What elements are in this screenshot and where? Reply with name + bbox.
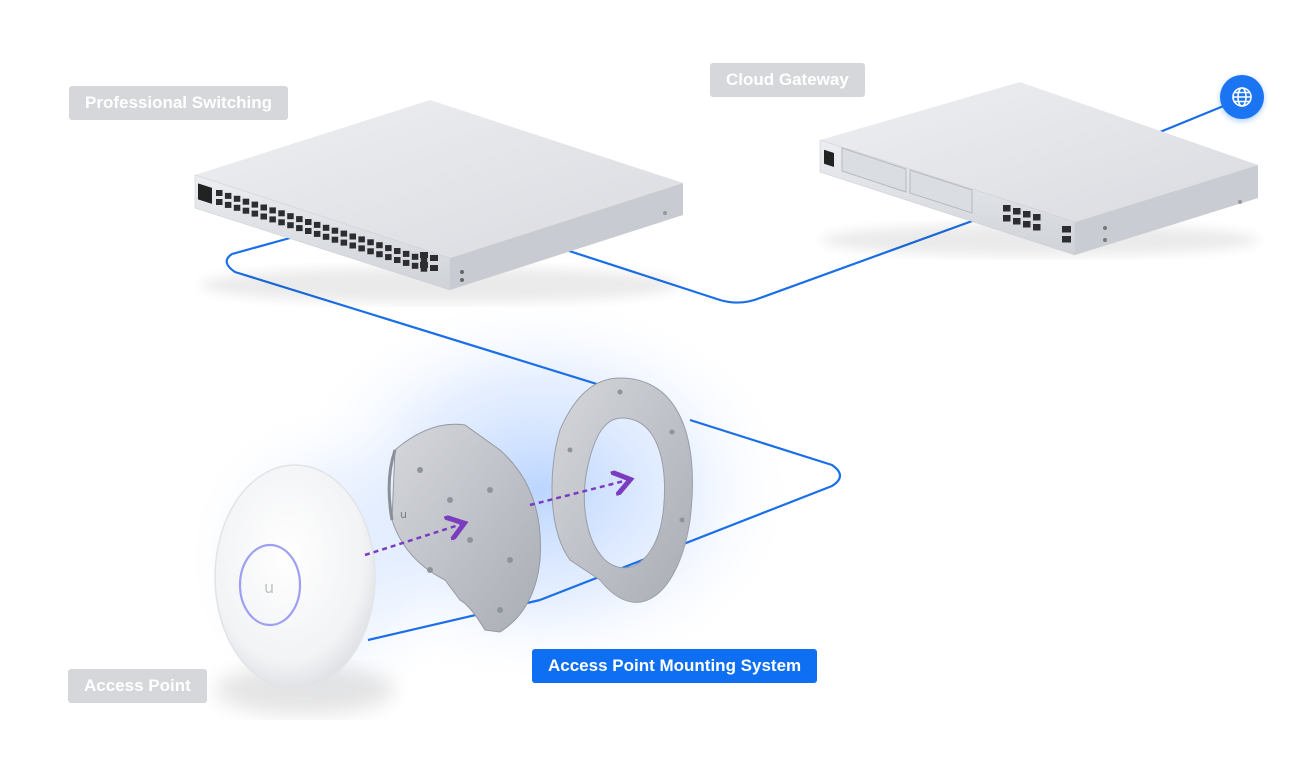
switch-port [287, 213, 294, 220]
switch-port [305, 228, 312, 234]
gateway-port [1003, 215, 1011, 222]
gateway-sfp-port [1062, 236, 1071, 243]
gateway-sfp-port [1062, 226, 1071, 233]
switch-port [322, 224, 330, 231]
label-cloud-gateway[interactable]: Cloud Gateway [710, 63, 865, 97]
cables [225, 103, 1227, 642]
switch-port [420, 256, 428, 263]
globe-icon [1232, 87, 1252, 107]
arrow-plate-to-ring [529, 480, 628, 507]
switch-port [313, 230, 321, 237]
label-professional-switching[interactable]: Professional Switching [69, 86, 289, 120]
switch-top [195, 100, 683, 258]
switch-port [394, 248, 401, 254]
switch-sfp-port [430, 265, 438, 271]
switch-port [251, 201, 259, 208]
svg-text:u: u [400, 508, 407, 521]
switch-port [242, 198, 250, 205]
label-access-point-mounting-system[interactable]: Access Point Mounting System [532, 649, 818, 683]
switch-port [420, 265, 428, 272]
switch-port [251, 210, 259, 217]
switch-port [216, 190, 223, 196]
switch-port [411, 262, 419, 269]
switch-sfp-port [430, 255, 438, 261]
switch-port [269, 216, 276, 223]
insertion-arrows [364, 480, 628, 557]
cable-gateway-to-internet [1159, 103, 1227, 134]
switch-port [385, 254, 392, 261]
cable-switch-to-mount [225, 236, 601, 387]
switch-sfp-port [420, 262, 428, 268]
cable-mount-right [539, 418, 842, 602]
switch-port [376, 242, 383, 249]
professional-switch [194, 100, 683, 303]
switch-port [349, 242, 356, 249]
gateway-top [820, 82, 1258, 222]
switch-port [331, 227, 339, 234]
switch-port [269, 207, 276, 214]
switch-port [349, 233, 356, 240]
switch-port [358, 236, 365, 243]
switch-port [385, 245, 392, 252]
switch-port [233, 204, 241, 211]
switch-port [278, 210, 285, 217]
switch-port [278, 219, 285, 226]
gateway-port [1023, 211, 1031, 218]
switch-port [313, 221, 321, 228]
switch-port [224, 201, 232, 208]
switch-port [260, 213, 267, 220]
mounting-ring [551, 377, 693, 603]
switch-port [402, 250, 410, 257]
switch-port [367, 239, 374, 246]
switch-port [411, 253, 419, 260]
gateway-ports [1003, 205, 1071, 243]
switch-port [305, 219, 312, 225]
switch-port [233, 195, 241, 202]
switch-port [376, 251, 383, 258]
switch-ports [216, 190, 438, 272]
ap-body [214, 464, 376, 690]
cloud-gateway [819, 82, 1260, 256]
switch-port [287, 222, 294, 229]
gateway-port [1003, 205, 1011, 212]
switch-port [260, 204, 267, 211]
switch-port [216, 199, 223, 205]
ap-logo: u [264, 578, 274, 597]
gateway-port [1033, 224, 1041, 231]
switch-port [331, 236, 339, 243]
switch-port [296, 216, 303, 223]
switch-port [394, 257, 401, 263]
switch-port [402, 259, 410, 266]
switch-side [450, 183, 683, 290]
switch-port [340, 230, 348, 237]
gateway-port [1013, 208, 1021, 215]
gateway-side [1075, 165, 1258, 255]
switch-port [358, 245, 365, 252]
ap-led-ring [238, 543, 302, 627]
switch-sfp-port [420, 252, 428, 258]
arrow-ap-to-plate [364, 524, 462, 557]
gateway-port [1013, 218, 1021, 225]
switch-port [242, 207, 250, 214]
switch-port [340, 239, 348, 246]
switch-port [224, 192, 232, 199]
cable-switch-to-gateway [559, 218, 976, 304]
switch-port [296, 225, 303, 232]
switch-port [322, 233, 330, 240]
switch-port [367, 248, 374, 255]
gateway-port [1023, 221, 1031, 228]
gateway-port [1033, 214, 1041, 221]
access-point-device: u [214, 464, 395, 715]
label-access-point[interactable]: Access Point [68, 669, 207, 703]
internet-globe-button[interactable] [1220, 75, 1264, 119]
